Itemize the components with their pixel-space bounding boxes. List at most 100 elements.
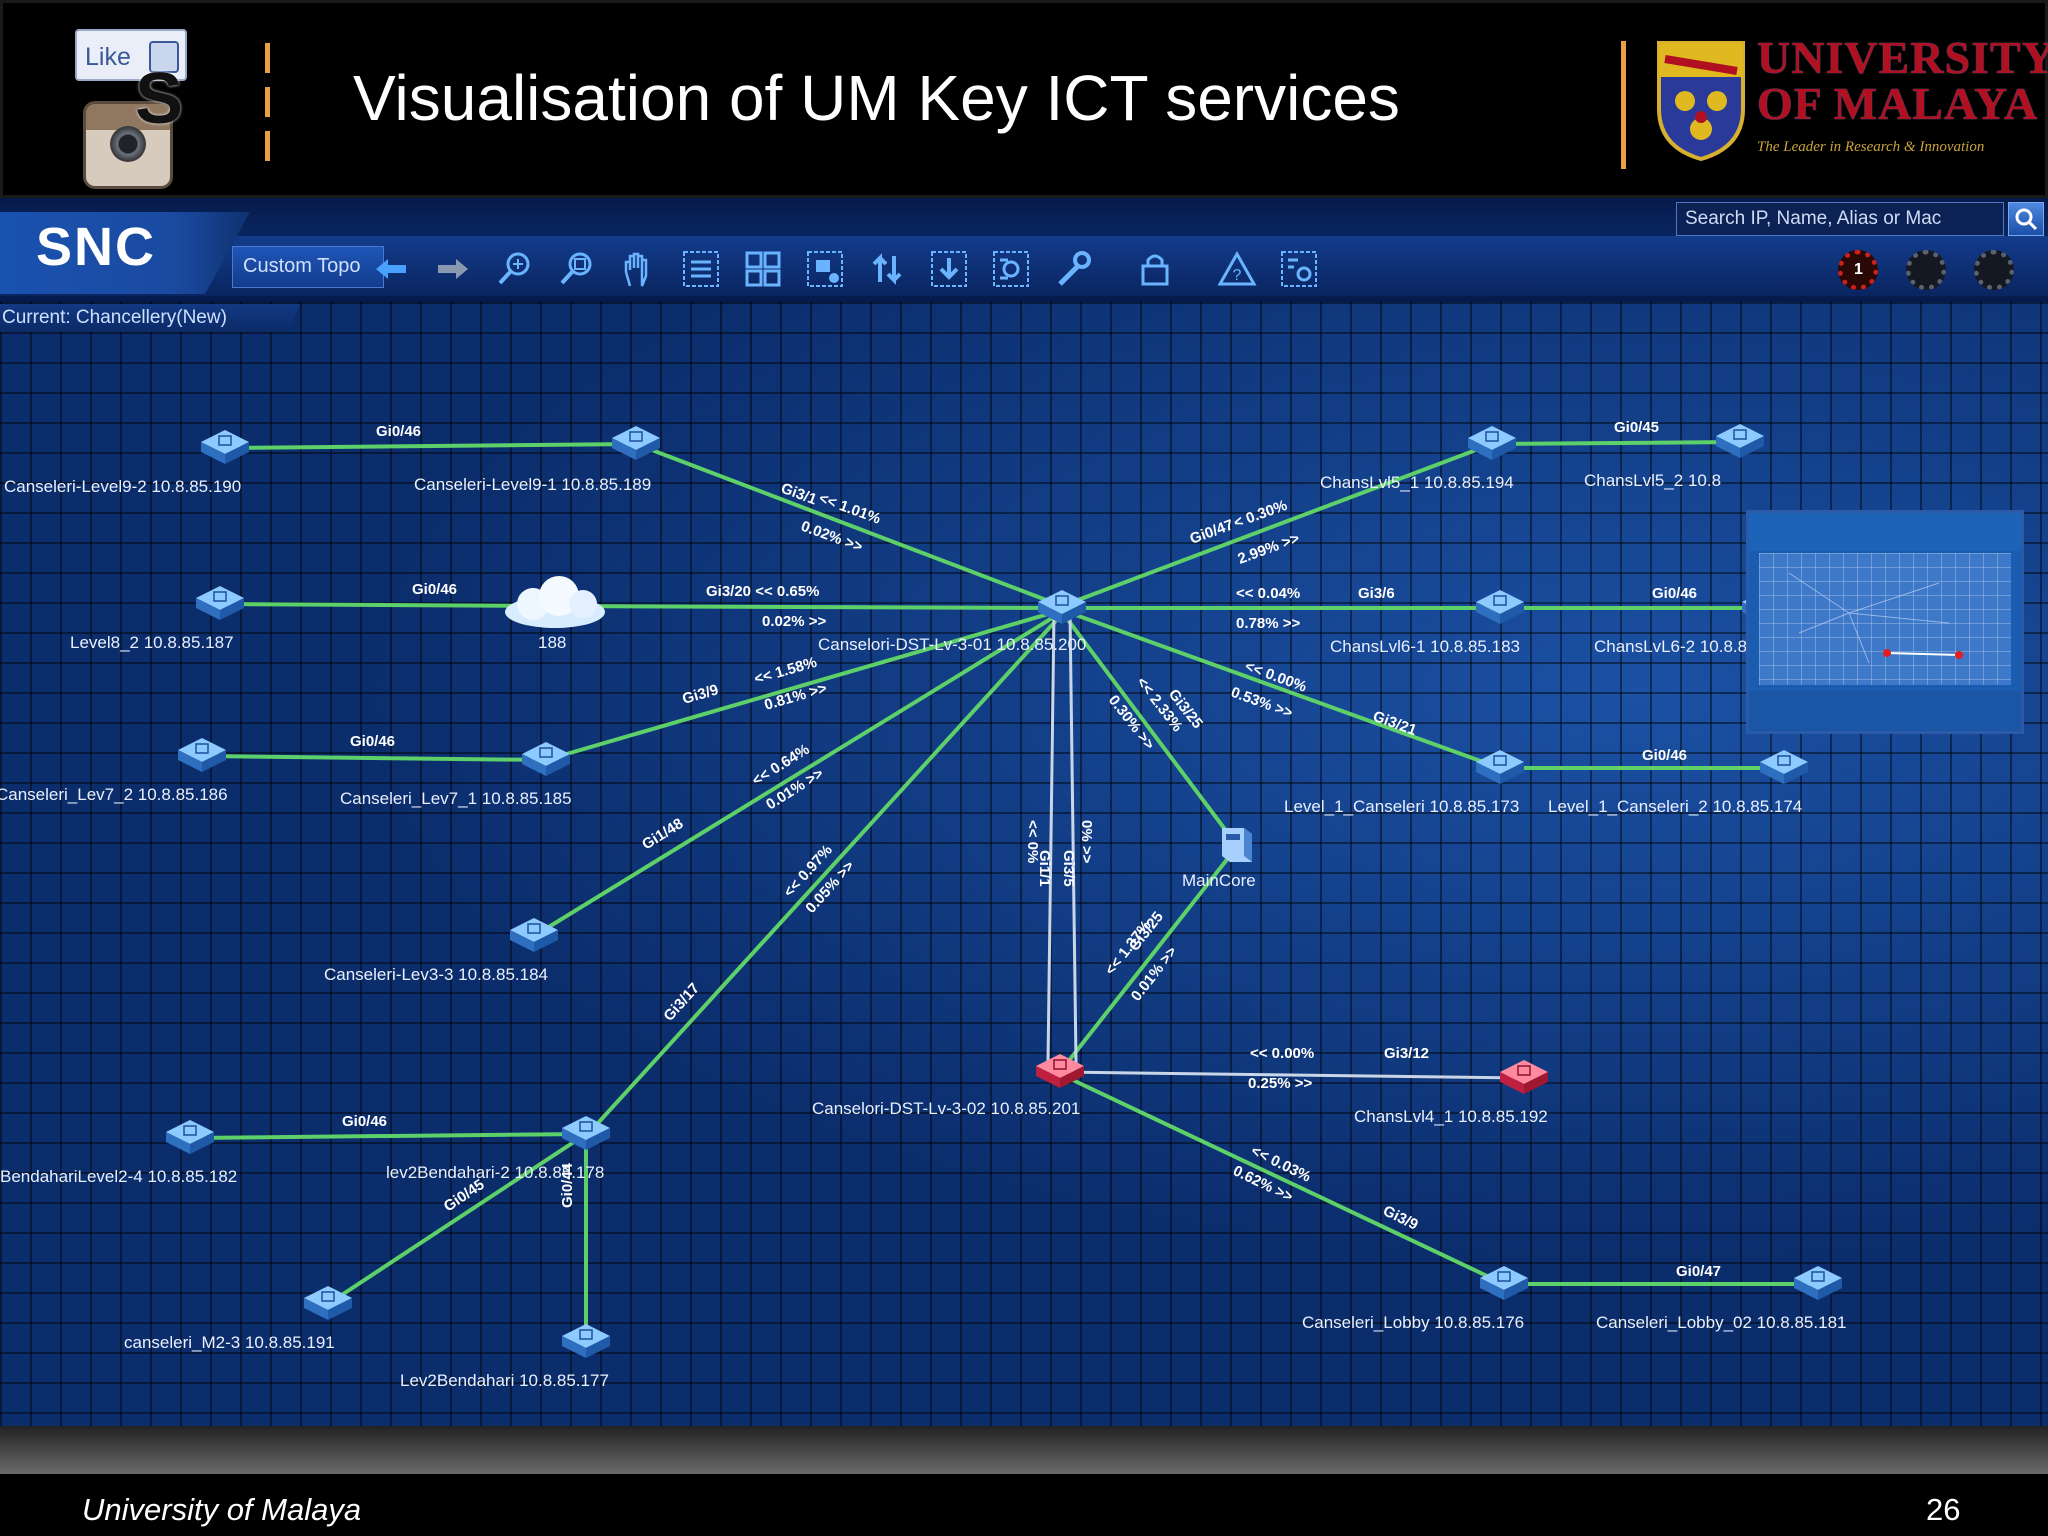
zoom-in-icon[interactable] bbox=[494, 248, 536, 290]
switch-n185[interactable] bbox=[521, 741, 571, 777]
switch-n182[interactable] bbox=[165, 1119, 215, 1155]
slide-header: Like S Visualisation of UM Key ICT servi… bbox=[0, 0, 2048, 198]
switch-n183[interactable] bbox=[1475, 589, 1525, 625]
switch-n194[interactable] bbox=[1467, 425, 1517, 461]
topology-map: Gi0/46 Gi3/1 << 1.01% 0.02% >> Gi0/46 Gi… bbox=[0, 419, 1846, 1390]
node-label-core2: Canselori-DST-Lv-3-02 10.8.85.201 bbox=[812, 1099, 1080, 1118]
label-cc-p2: Gi3/5 bbox=[1060, 850, 1077, 887]
switch-n187[interactable] bbox=[195, 585, 245, 621]
layout-icon[interactable] bbox=[990, 248, 1032, 290]
link-l8[interactable] bbox=[219, 602, 556, 608]
maincore-server-icon[interactable] bbox=[1222, 828, 1252, 862]
settings-wrench-icon[interactable] bbox=[1052, 248, 1094, 290]
switch-n186[interactable] bbox=[177, 737, 227, 773]
node-label-cloud: 188 bbox=[538, 633, 566, 652]
switch-n184[interactable] bbox=[509, 917, 559, 953]
node-label-n189: Canseleri-Level9-1 10.8.85.189 bbox=[414, 475, 651, 494]
forward-arrow-icon[interactable] bbox=[432, 248, 474, 290]
search-icon bbox=[2015, 208, 2038, 231]
tab-custom-topo[interactable]: Custom Topo bbox=[232, 246, 384, 288]
like-label: Like bbox=[85, 43, 131, 71]
switch-n181[interactable] bbox=[1793, 1265, 1843, 1301]
facebook-like-icon[interactable]: Like bbox=[75, 29, 187, 81]
alarm-icon[interactable]: ? bbox=[1216, 248, 1258, 290]
university-name: UNIVERSITY OF MALAYA bbox=[1757, 35, 2048, 127]
switch-n174[interactable] bbox=[1759, 749, 1809, 785]
node-label-n182: BendahariLevel2-4 10.8.85.182 bbox=[0, 1167, 237, 1186]
label-cc-in: << 0% bbox=[1024, 820, 1041, 863]
link-l9-core[interactable] bbox=[635, 442, 1063, 608]
label-l4-in: << 0.00% bbox=[1250, 1045, 1314, 1062]
link-core-maincore[interactable] bbox=[1060, 610, 1238, 846]
university-crest-icon bbox=[1657, 41, 1745, 161]
warning-status-icon[interactable] bbox=[1906, 250, 1946, 290]
import-icon[interactable] bbox=[928, 248, 970, 290]
link-l1[interactable] bbox=[1061, 608, 1501, 770]
lock-icon[interactable] bbox=[1134, 248, 1176, 290]
link-b1[interactable] bbox=[189, 1132, 587, 1140]
node-label-n177: Lev2Bendahari 10.8.85.177 bbox=[400, 1371, 609, 1390]
label-cloud-port: Gi3/20 << 0.65% bbox=[706, 583, 819, 600]
search-input[interactable] bbox=[1677, 203, 2003, 235]
topology-canvas[interactable]: Gi0/46 Gi3/1 << 1.01% 0.02% >> Gi0/46 Gi… bbox=[0, 302, 2048, 1426]
switch-n195[interactable] bbox=[1715, 423, 1765, 459]
node-label-n190: Canseleri-Level9-2 10.8.85.190 bbox=[4, 477, 241, 496]
link-l4[interactable] bbox=[1059, 1070, 1525, 1080]
pan-hand-icon[interactable] bbox=[618, 248, 660, 290]
back-arrow-icon[interactable] bbox=[370, 248, 412, 290]
label-l4-port: Gi3/12 bbox=[1384, 1045, 1429, 1062]
switch-core1[interactable] bbox=[1037, 589, 1087, 625]
label-l6b: Gi0/46 bbox=[1652, 585, 1697, 602]
tab-custom-topo-label: Custom Topo bbox=[243, 255, 361, 277]
label-l8: Gi0/46 bbox=[412, 581, 457, 598]
link-l7-core[interactable] bbox=[545, 608, 1063, 762]
link-core2-maincore[interactable] bbox=[1058, 846, 1238, 1074]
link-l5b[interactable] bbox=[1491, 440, 1741, 446]
cloud-icon[interactable] bbox=[505, 576, 605, 628]
switch-n190[interactable] bbox=[200, 429, 250, 465]
node-label-n185: Canseleri_Lev7_1 10.8.85.185 bbox=[340, 789, 572, 808]
label-cc-p1: Gi1/1 bbox=[1036, 850, 1053, 887]
link-l2-core[interactable] bbox=[586, 612, 1064, 1136]
minimap-marker bbox=[1955, 651, 1963, 659]
refresh-icon[interactable] bbox=[866, 248, 908, 290]
search-button[interactable] bbox=[2008, 202, 2044, 236]
label-b1: Gi0/46 bbox=[342, 1113, 387, 1130]
switch-n176[interactable] bbox=[1479, 1265, 1529, 1301]
zoom-fit-icon[interactable] bbox=[556, 248, 598, 290]
node-config-icon[interactable] bbox=[804, 248, 846, 290]
link-cloud-core[interactable] bbox=[554, 604, 1063, 610]
current-view-label: Current: Chancellery(New) bbox=[0, 304, 300, 332]
instagram-icon[interactable] bbox=[83, 101, 173, 189]
overview-minimap[interactable] bbox=[1746, 510, 2024, 734]
view-options-icon[interactable] bbox=[1278, 248, 1320, 290]
switch-n189[interactable] bbox=[611, 425, 661, 461]
switch-n192[interactable] bbox=[1499, 1059, 1549, 1095]
label-cc-out: 0% >> bbox=[1078, 820, 1095, 864]
label-l9core-in: << 1.01% bbox=[817, 490, 883, 528]
link-core-core-1[interactable] bbox=[1046, 611, 1059, 1074]
university-tagline: The Leader in Research & Innovation bbox=[1757, 139, 1985, 155]
alarm-status-icon[interactable] bbox=[1838, 250, 1878, 290]
grid-view-icon[interactable] bbox=[742, 248, 784, 290]
node-label-n174: Level_1_Canseleri_2 10.8.85.174 bbox=[1548, 797, 1802, 816]
info-status-icon[interactable] bbox=[1974, 250, 2014, 290]
switch-n173[interactable] bbox=[1475, 749, 1525, 785]
node-label-n183: ChansLvl6-1 10.8.85.183 bbox=[1330, 637, 1520, 656]
list-view-icon[interactable] bbox=[680, 248, 722, 290]
link-l5[interactable] bbox=[1061, 442, 1493, 608]
link-l3-core[interactable] bbox=[532, 610, 1064, 938]
node-label-n186: Canseleri_Lev7_2 10.8.85.186 bbox=[0, 785, 228, 804]
link-core-core-2[interactable] bbox=[1063, 611, 1078, 1074]
label-l5-in: < 0.30% bbox=[1232, 497, 1290, 532]
node-label-n192: ChansLvl4_1 10.8.85.192 bbox=[1354, 1107, 1548, 1126]
link-l7[interactable] bbox=[201, 754, 547, 762]
link-l9[interactable] bbox=[224, 442, 637, 450]
camera-lens-icon bbox=[110, 126, 146, 162]
switch-n177[interactable] bbox=[561, 1323, 611, 1359]
link-lobby[interactable] bbox=[1059, 1072, 1505, 1286]
svg-text:?: ? bbox=[1233, 267, 1242, 284]
label-l1-port: Gi3/21 bbox=[1371, 708, 1419, 739]
link-b2[interactable] bbox=[326, 1132, 588, 1306]
snc-app-window: SNC Custom Topo ? bbox=[0, 198, 2048, 1426]
